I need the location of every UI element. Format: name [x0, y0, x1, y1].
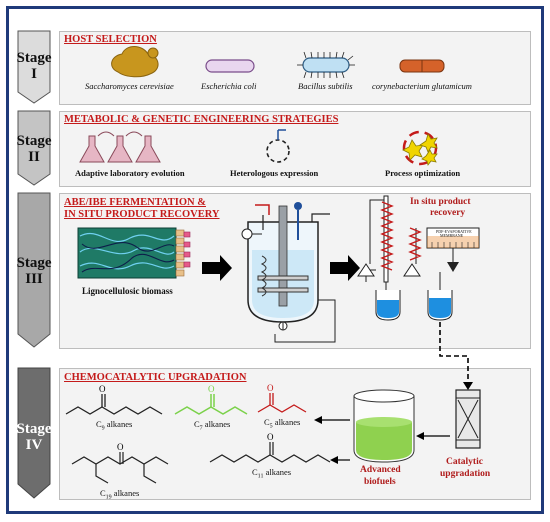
label-heterologous-expression: Heterologous expression	[230, 168, 319, 178]
stage2-title: METABOLIC & GENETIC ENGINEERING STRATEGI…	[64, 114, 339, 125]
label-membrane-1: PDF-EVAPORATIVE	[436, 229, 472, 234]
membrane-icon	[426, 227, 480, 321]
svg-text:O: O	[208, 384, 215, 394]
bacillus-icon	[297, 51, 355, 79]
label-c7-alkanes: C7 alkanes	[194, 419, 231, 432]
svg-text:O: O	[99, 384, 106, 394]
stage4-panel	[59, 368, 531, 500]
label-corynebacterium: corynebacterium glutamicum	[372, 81, 472, 91]
biofuel-beaker-icon	[353, 389, 415, 463]
catalytic-column-icon	[455, 389, 481, 449]
label-bacillus: Bacillus subtilis	[298, 81, 353, 91]
stage1-arrow	[17, 30, 51, 104]
bioreactor-icon	[241, 202, 336, 343]
label-c11-alkanes: C11 alkanes	[252, 467, 292, 480]
plasmid-icon	[266, 129, 290, 163]
arrow-biomass-to-reactor	[202, 255, 232, 281]
c19-molecule-icon	[71, 452, 169, 484]
biomass-icon	[77, 227, 191, 279]
label-c5-alkanes: C5 alkanes	[264, 417, 301, 430]
label-membrane-2: MEMBRANE	[440, 233, 464, 238]
dashed-connector	[439, 322, 469, 384]
stage4-title: CHEMOCATALYTIC UPGRADATION	[64, 372, 247, 383]
stage3-arrow	[17, 192, 51, 348]
stage2-arrow	[17, 110, 51, 186]
label-c19-alkanes: C19 alkanes	[100, 488, 140, 501]
svg-text:O: O	[117, 442, 124, 452]
label-insitu-recovery-2: recovery	[430, 208, 466, 218]
arrow-catalytic-to-biofuels	[416, 432, 424, 440]
label-advanced-biofuels-1: Advanced	[360, 465, 401, 475]
c9-molecule-icon	[65, 406, 163, 415]
label-process-optimization: Process optimization	[385, 168, 461, 178]
label-ecoli: Escherichia coli	[201, 81, 257, 91]
label-advanced-biofuels-2: biofuels	[364, 477, 396, 487]
label-adaptive-evolution: Adaptive laboratory evolution	[75, 168, 185, 178]
stage2-panel	[59, 111, 531, 187]
c7-molecule-icon	[174, 406, 248, 415]
condenser-icon-1	[357, 195, 401, 321]
ecoli-icon	[205, 59, 255, 73]
gear-icon	[402, 130, 438, 166]
stage3-title-line1: ABE/IBE FERMENTATION &	[64, 197, 206, 208]
flask-icon	[79, 135, 161, 163]
svg-text:O: O	[267, 383, 274, 393]
stage4-arrow	[17, 367, 51, 499]
stage3-title-line2: IN SITU PRODUCT RECOVERY	[64, 209, 220, 220]
arrow-reactor-to-recovery	[330, 255, 360, 281]
c5-molecule-icon	[257, 404, 307, 413]
condenser-icon-2	[403, 227, 422, 277]
stage1-title: HOST SELECTION	[64, 34, 157, 45]
label-c9-alkanes: C9 alkanes	[96, 419, 133, 432]
corynebacterium-icon	[399, 59, 445, 73]
svg-text:O: O	[267, 432, 274, 442]
label-insitu-recovery-1: In situ product	[410, 197, 471, 207]
c11-molecule-icon	[209, 454, 331, 463]
label-catalytic-2: upgradation	[440, 469, 491, 479]
label-catalytic-1: Catalytic	[446, 457, 483, 467]
label-saccharomyces: Saccharomyces cerevisiae	[85, 81, 174, 91]
label-lignocellulosic-biomass: Lignocellulosic biomass	[82, 286, 173, 296]
